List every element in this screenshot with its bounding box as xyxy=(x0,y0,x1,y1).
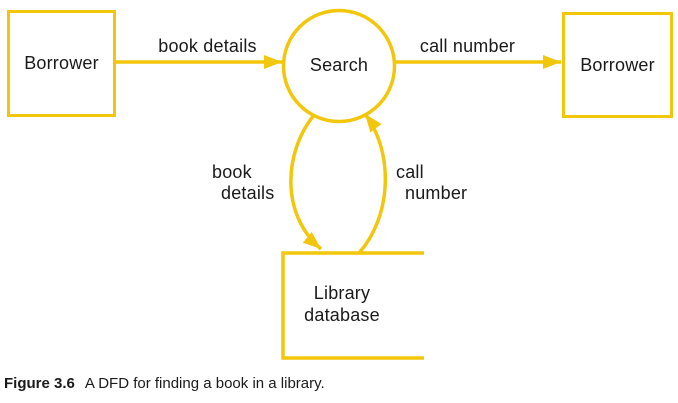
flow-label-line2: number xyxy=(405,183,468,203)
flow-label-line2: details xyxy=(221,183,275,203)
flow-label-line1: book xyxy=(212,162,252,182)
data-store-outline xyxy=(281,251,424,360)
external-entity-borrower-right-label: Borrower xyxy=(580,54,655,75)
figure-caption-text: A DFD for finding a book in a library. xyxy=(84,375,325,392)
data-store-library-database-label: Library database xyxy=(272,282,412,326)
external-entity-borrower-left-label: Borrower xyxy=(24,53,99,73)
flow-label-book-details-down: book details xyxy=(212,162,274,204)
flow-label-call-number: call number xyxy=(419,36,516,56)
figure-caption: Figure 3.6 A DFD for finding a book in a … xyxy=(4,375,325,392)
process-circle xyxy=(281,8,397,124)
flow-label-call-number-up: call number xyxy=(396,162,467,204)
flow-arc-book-details xyxy=(289,113,323,251)
process-search-label: Search xyxy=(309,55,369,75)
data-store-label-line2: database xyxy=(304,305,380,325)
data-store-label-line1: Library xyxy=(313,283,371,303)
external-entity-borrower-right: Borrower xyxy=(562,12,673,118)
flow-label-book-details: book details xyxy=(158,36,257,56)
external-entity-borrower-left: Borrower xyxy=(7,10,116,117)
flow-label-line1: call xyxy=(396,162,424,182)
figure-number: Figure 3.6 xyxy=(4,375,75,392)
flow-arc-call-number xyxy=(357,112,388,255)
